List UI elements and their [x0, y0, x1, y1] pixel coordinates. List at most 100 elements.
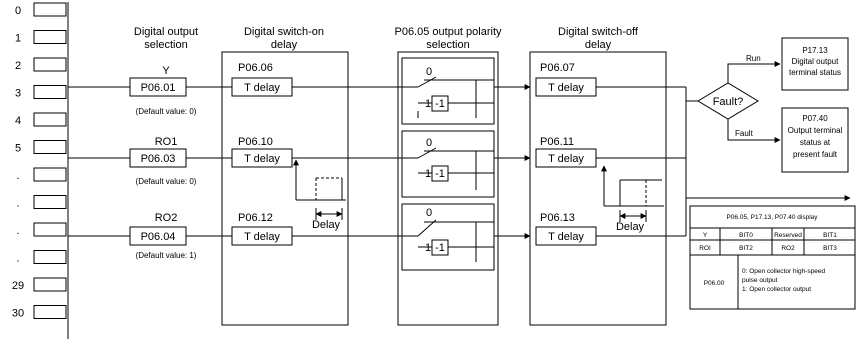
display-table-frame — [689, 205, 856, 310]
switch-on-delay-label: Delay — [312, 219, 341, 231]
terminal-label: . — [16, 253, 19, 265]
terminal-label: . — [16, 170, 19, 182]
terminal-7: . — [16, 195, 67, 210]
switch-off-tdelay-box — [535, 77, 597, 97]
terminal-8: . — [16, 222, 67, 237]
fault-label: Fault — [735, 129, 754, 138]
table-cell: ROI — [699, 245, 711, 252]
terminal-3: 3 — [15, 85, 67, 100]
switch-off-delay-label: Delay — [616, 221, 645, 233]
switch-on-tdelay-box — [231, 226, 293, 246]
polarity-box-ro2 — [401, 203, 495, 271]
terminal-6: . — [16, 167, 67, 182]
title-output-selection-2: selection — [144, 39, 187, 51]
terminal-box — [33, 305, 67, 319]
fault-target-line-4: present fault — [793, 150, 838, 159]
table-cell: BIT2 — [739, 245, 753, 252]
title-switch-on-1: Digital switch-on — [244, 26, 324, 38]
terminal-label: . — [16, 225, 19, 237]
terminal-strip: 0 1 2 3 4 5.... 29 30 — [12, 2, 69, 339]
table-cell: BIT0 — [739, 232, 753, 239]
title-switch-off-2: delay — [585, 39, 612, 51]
terminal-box — [33, 30, 67, 44]
output-selection-box — [129, 148, 187, 168]
title-polarity-1: P06.05 output polarity — [394, 26, 502, 38]
p0600-line-2: pulse output — [742, 277, 778, 284]
terminal-label: 0 — [15, 5, 21, 17]
polarity-zero-label: 0 — [426, 137, 432, 149]
switch-on-param: P06.06 — [238, 62, 273, 74]
terminal-box — [33, 57, 67, 72]
fault-target-box — [781, 107, 849, 173]
title-polarity-2: selection — [426, 39, 469, 51]
terminal-label: 5 — [15, 143, 21, 155]
table-cell: BIT1 — [823, 232, 837, 239]
polarity-zero-label: 0 — [426, 207, 432, 219]
polarity-inverter-label: -1 — [435, 242, 445, 254]
terminal-0: 0 — [15, 2, 67, 17]
terminal-label: 4 — [15, 115, 21, 127]
polarity-one-label: 1 — [425, 98, 431, 110]
signal-lines — [68, 84, 851, 239]
output-selection-param: P06.03 — [141, 153, 176, 165]
output-selection-box — [129, 226, 187, 246]
switch-off-tdelay: T delay — [548, 82, 584, 94]
polarity-one-label: 1 — [425, 242, 431, 254]
terminal-box — [33, 277, 67, 292]
table-cell: RO2 — [781, 245, 795, 252]
p0600-line-3: 1: Open collector output — [742, 286, 811, 293]
polarity-inverter-label: -1 — [435, 98, 445, 110]
terminal-10: 29 — [12, 277, 67, 292]
terminal-4: 4 — [15, 112, 67, 127]
switch-off-panel — [529, 51, 667, 326]
terminal-5: 5 — [15, 140, 67, 155]
switch-on-tdelay: T delay — [244, 82, 280, 94]
fault-target-line-2: Output terminal — [788, 126, 843, 135]
switch-on-tdelay-box — [231, 77, 293, 97]
terminal-box — [33, 167, 67, 182]
polarity-box-ro1 — [401, 130, 495, 198]
default-note: (Default value: 0) — [136, 177, 197, 186]
fault-target-line-1: P07.40 — [802, 114, 828, 123]
polarity-panel — [397, 51, 499, 326]
run-target-box — [781, 37, 849, 91]
p0600-line-1: 0: Open collector high-speed — [742, 268, 825, 275]
channel-name: RO2 — [155, 212, 178, 224]
display-table: P06.05, P17.13, P07.40 display Y BIT0 Re… — [689, 205, 856, 310]
terminal-box — [33, 222, 67, 237]
channel-ro1: RO1 P06.03 (Default value: 0) P06.10 T d… — [129, 136, 597, 190]
terminal-label: . — [16, 198, 19, 210]
output-selection-param: P06.01 — [141, 82, 176, 94]
output-selection-param: P06.04 — [141, 231, 176, 243]
default-note: (Default value: 0) — [136, 107, 197, 116]
terminal-box — [33, 112, 67, 127]
switch-off-tdelay: T delay — [548, 231, 584, 243]
switch-on-param: P06.12 — [238, 212, 273, 224]
switch-on-panel — [221, 51, 349, 326]
polarity-zero-label: 0 — [426, 66, 432, 78]
switch-off-tdelay: T delay — [548, 153, 584, 165]
terminal-box — [33, 195, 67, 209]
stage-titles: Digital output selection Digital switch-… — [134, 26, 639, 51]
terminal-box — [33, 250, 67, 264]
switch-off-tdelay-box — [535, 226, 597, 246]
switch-off-tdelay-box — [535, 148, 597, 168]
terminal-1: 1 — [15, 30, 67, 45]
title-output-selection-1: Digital output — [134, 26, 198, 38]
channel-name: Y — [162, 65, 170, 77]
terminal-11: 30 — [12, 305, 67, 320]
title-switch-on-2: delay — [271, 39, 298, 51]
fault-decision: Fault? Run Fault P17.13 Digital output t… — [697, 37, 849, 173]
terminal-box — [33, 2, 67, 17]
terminal-box — [33, 85, 67, 99]
run-target-line-1: P17.13 — [802, 46, 828, 55]
switch-on-tdelay-box — [231, 148, 293, 168]
default-note: (Default value: 1) — [136, 251, 197, 260]
terminal-label: 3 — [15, 88, 21, 100]
table-cell: Reserved — [774, 232, 802, 239]
switch-off-param: P06.13 — [540, 212, 575, 224]
channel-ro2: RO2 P06.04 (Default value: 1) P06.12 T d… — [129, 207, 597, 262]
terminal-label: 2 — [15, 60, 21, 72]
terminal-label: 1 — [15, 33, 21, 45]
